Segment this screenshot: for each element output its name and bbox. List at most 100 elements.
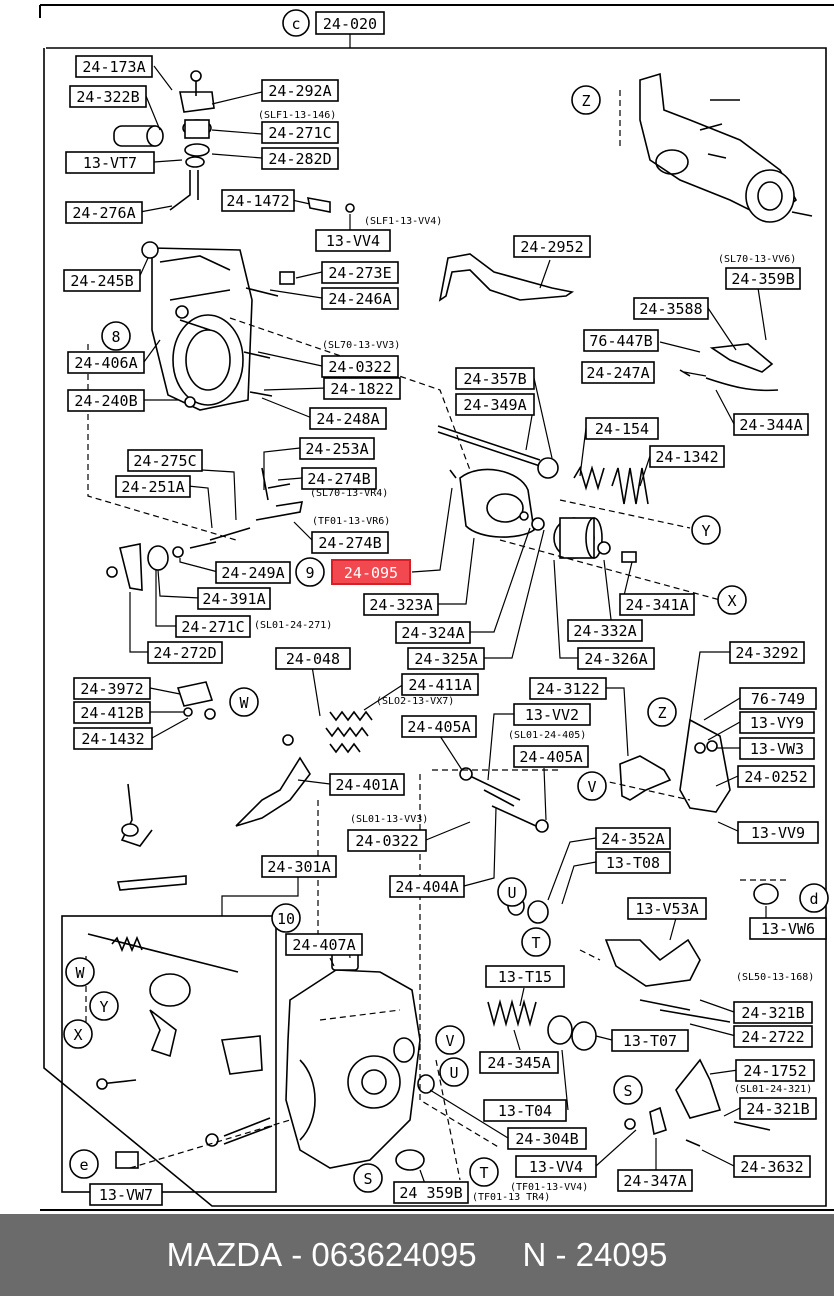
- part-label[interactable]: 24-3972: [73, 677, 151, 700]
- part-label-box: [175, 615, 251, 638]
- highlighted-part-label[interactable]: 24-095: [344, 564, 398, 582]
- part-label[interactable]: 24-048: [275, 647, 351, 670]
- part-label[interactable]: 13-VV2: [513, 703, 591, 726]
- part-label[interactable]: 24-405A: [401, 715, 477, 738]
- part-label[interactable]: 76-447B: [583, 329, 659, 352]
- part-label[interactable]: 24-332A: [567, 619, 643, 642]
- part-label[interactable]: 24-404A: [389, 875, 465, 898]
- part-label[interactable]: 24-324A: [395, 621, 471, 644]
- part-label[interactable]: 24-173A: [75, 55, 153, 78]
- part-label[interactable]: 24-251A: [115, 475, 191, 498]
- part-label[interactable]: 24-245B: [63, 269, 141, 292]
- part-label[interactable]: 24-271C: [175, 615, 251, 638]
- part-label[interactable]: 24-274B: [301, 467, 377, 490]
- part-label[interactable]: 24-359B: [725, 267, 801, 290]
- part-label[interactable]: 13-T07: [611, 1029, 689, 1052]
- part-label[interactable]: 24-271C: [261, 121, 339, 144]
- part-label[interactable]: 24-3588: [633, 297, 709, 320]
- part-label[interactable]: 24-322B: [69, 85, 147, 108]
- part-label[interactable]: 24-1472: [221, 189, 295, 212]
- part-label[interactable]: 13-VV4: [515, 1155, 597, 1178]
- part-label[interactable]: 24-407A: [285, 933, 363, 956]
- part-label[interactable]: 24-274B: [311, 531, 389, 554]
- part-label[interactable]: 24-1822: [323, 377, 401, 400]
- part-label[interactable]: 24-1432: [73, 727, 153, 750]
- part-label[interactable]: 24-3292: [729, 641, 805, 664]
- part-label[interactable]: 24-411A: [401, 673, 479, 696]
- part-label[interactable]: 13-VW7: [89, 1183, 163, 1206]
- part-label[interactable]: 76-749: [739, 687, 817, 710]
- part-label[interactable]: 24-3122: [529, 677, 607, 700]
- part-label[interactable]: 24-304B: [507, 1127, 587, 1150]
- part-label[interactable]: 13-T15: [485, 965, 565, 988]
- part-label[interactable]: 24-352A: [595, 827, 671, 850]
- part-label[interactable]: 13-T08: [595, 851, 671, 874]
- part-label[interactable]: 13-VY9: [739, 711, 815, 734]
- part-label[interactable]: 24-0252: [737, 765, 815, 788]
- part-label[interactable]: 24-246A: [321, 287, 399, 310]
- part-label-box: [329, 773, 405, 796]
- part-label-text: 13-T15: [498, 968, 552, 986]
- callout-circle: T: [469, 1157, 499, 1187]
- callout-circle-text: e: [79, 1156, 88, 1174]
- part-label[interactable]: 24-0322: [321, 355, 399, 378]
- part-label-text: 24-245B: [70, 272, 133, 290]
- part-label[interactable]: 24-357B: [455, 367, 535, 390]
- part-label[interactable]: 24-3632: [733, 1155, 811, 1178]
- part-label[interactable]: 13-VW6: [749, 917, 827, 940]
- part-label[interactable]: 24-321B: [739, 1097, 817, 1120]
- part-label[interactable]: 24-325A: [407, 647, 485, 670]
- part-label[interactable]: 24-405A: [513, 745, 589, 768]
- part-label[interactable]: 24-344A: [733, 413, 809, 436]
- callout-circle-c-text: c: [291, 15, 300, 33]
- part-label[interactable]: 24-276A: [65, 201, 143, 224]
- part-label[interactable]: 24-321B: [733, 1001, 813, 1024]
- part-label[interactable]: 24-154: [585, 417, 659, 440]
- part-label[interactable]: 24-1752: [735, 1059, 815, 1082]
- part-label-box: [581, 361, 655, 384]
- title-label: 24-020: [323, 15, 377, 33]
- part-label-box: [285, 933, 363, 956]
- part-label[interactable]: 24-301A: [261, 855, 337, 878]
- part-label[interactable]: 24-275C: [127, 449, 203, 472]
- part-label[interactable]: 24 359B: [393, 1181, 469, 1204]
- part-label[interactable]: 24-240B: [67, 389, 145, 412]
- part-label[interactable]: 13-V53A: [627, 897, 707, 920]
- callout-circle-ring: [65, 957, 95, 987]
- part-label[interactable]: 13-VV4: [315, 229, 391, 252]
- part-label[interactable]: 24-273E: [321, 261, 399, 284]
- part-label[interactable]: 24-406A: [67, 351, 145, 374]
- part-label[interactable]: 24-347A: [617, 1169, 693, 1192]
- part-label[interactable]: 24-341A: [619, 593, 695, 616]
- part-label[interactable]: 24-349A: [455, 393, 535, 416]
- callout-circle-text: S: [623, 1082, 632, 1100]
- part-label[interactable]: 24-412B: [73, 701, 151, 724]
- part-label[interactable]: 24-323A: [363, 593, 439, 616]
- part-label[interactable]: 13-T04: [483, 1099, 567, 1122]
- part-label[interactable]: 13-VV9: [737, 821, 819, 844]
- part-label[interactable]: 24-2952: [513, 235, 591, 258]
- highlighted-part-box[interactable]: [331, 559, 411, 585]
- part-label[interactable]: 24-253A: [299, 437, 375, 460]
- part-label[interactable]: 24-391A: [197, 587, 271, 610]
- part-label[interactable]: 24-2722: [733, 1025, 813, 1048]
- part-label[interactable]: 13-VW3: [739, 737, 815, 760]
- part-label[interactable]: 24-292A: [261, 79, 339, 102]
- part-label[interactable]: 13-VT7: [65, 151, 155, 174]
- part-label[interactable]: 24-345A: [479, 1051, 559, 1074]
- part-label-box: [739, 737, 815, 760]
- part-label[interactable]: 24-1342: [649, 445, 725, 468]
- callout-circle-ring: [295, 557, 325, 587]
- part-label[interactable]: 24-247A: [581, 361, 655, 384]
- part-label[interactable]: 24-282D: [261, 147, 339, 170]
- part-label[interactable]: 24-248A: [309, 407, 387, 430]
- part-label[interactable]: 24-272D: [147, 641, 223, 664]
- part-label[interactable]: 24-401A: [329, 773, 405, 796]
- part-label-text: 24-248A: [316, 410, 379, 428]
- part-label[interactable]: 24-326A: [577, 647, 655, 670]
- leader-lines: [129, 65, 767, 1193]
- part-label[interactable]: 24-249A: [215, 561, 291, 584]
- part-label-box: [507, 1127, 587, 1150]
- part-label-box: [311, 531, 389, 554]
- part-label[interactable]: 24-0322: [347, 829, 427, 852]
